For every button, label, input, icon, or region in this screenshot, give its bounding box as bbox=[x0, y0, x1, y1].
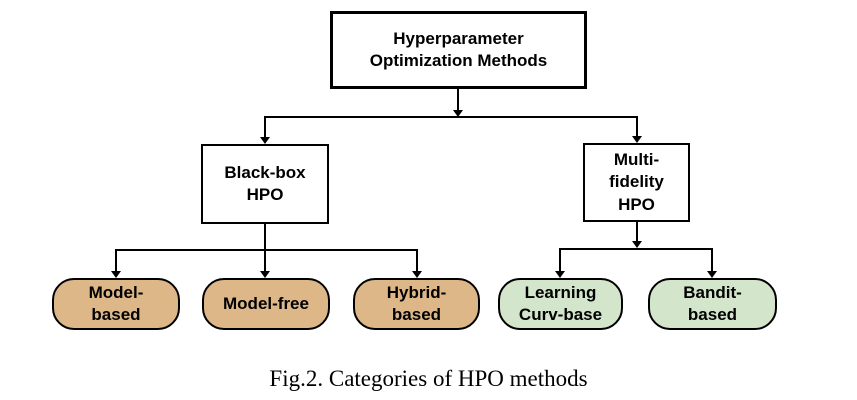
node-hyperparameter-optimization-methods: Hyperparameter Optimization Methods bbox=[330, 11, 587, 89]
node-multi-fidelity-hpo: Multi- fidelity HPO bbox=[583, 143, 690, 222]
node-learning-curve-based-label: Learning Curv-base bbox=[518, 282, 603, 324]
node-learning-curve-based: Learning Curv-base bbox=[498, 278, 623, 330]
arrowhead-to-hybrid-based bbox=[412, 271, 422, 278]
connector-blackbox-stem bbox=[264, 224, 266, 272]
node-hyperparameter-optimization-methods-label: Hyperparameter Optimization Methods bbox=[369, 28, 548, 70]
node-bandit-based-label: Bandit- based bbox=[683, 282, 742, 324]
connector-to-multifidelity bbox=[636, 116, 638, 137]
node-black-box-hpo: Black-box HPO bbox=[201, 144, 329, 224]
node-bandit-based: Bandit- based bbox=[648, 278, 777, 330]
connector-multifidelity-crossbar bbox=[559, 248, 713, 250]
connector-to-model-based bbox=[115, 249, 117, 272]
arrowhead-root-to-crossbar bbox=[453, 110, 463, 117]
node-black-box-hpo-label: Black-box HPO bbox=[224, 162, 306, 204]
node-model-free-label: Model-free bbox=[223, 293, 309, 313]
arrowhead-to-blackbox bbox=[260, 137, 270, 144]
connector-to-blackbox bbox=[264, 116, 266, 138]
arrowhead-to-learning-curve bbox=[555, 271, 565, 278]
node-model-free: Model-free bbox=[202, 278, 330, 330]
connector-level1-crossbar bbox=[264, 116, 638, 118]
connector-to-learning-curve bbox=[559, 248, 561, 272]
node-multi-fidelity-hpo-label: Multi- fidelity HPO bbox=[609, 150, 664, 214]
node-model-based: Model- based bbox=[52, 278, 180, 330]
arrowhead-to-model-based bbox=[111, 271, 121, 278]
connector-multifidelity-stem bbox=[636, 222, 638, 242]
node-hybrid-based: Hybrid- based bbox=[353, 278, 480, 330]
connector-blackbox-crossbar bbox=[115, 249, 418, 251]
connector-root-stem bbox=[457, 89, 459, 111]
node-model-based-label: Model- based bbox=[88, 282, 144, 324]
connector-to-hybrid-based bbox=[416, 249, 418, 272]
arrowhead-to-model-free bbox=[260, 271, 270, 278]
arrowhead-multifidelity-to-crossbar bbox=[632, 241, 642, 248]
connector-to-bandit-based bbox=[711, 248, 713, 272]
node-hybrid-based-label: Hybrid- based bbox=[386, 282, 447, 324]
arrowhead-to-bandit-based bbox=[707, 271, 717, 278]
arrowhead-to-multifidelity bbox=[632, 136, 642, 143]
figure-caption: Fig.2. Categories of HPO methods bbox=[269, 366, 588, 391]
